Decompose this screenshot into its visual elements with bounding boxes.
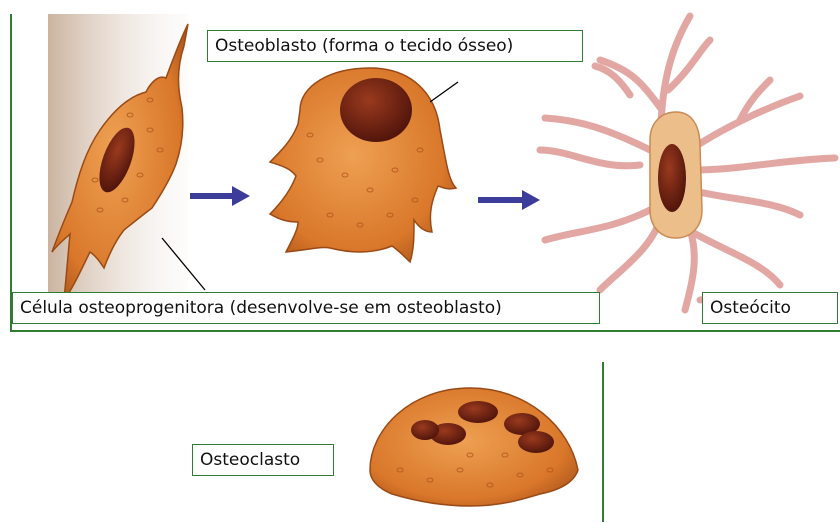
label-osteoclast: Osteoclasto <box>192 444 334 476</box>
arrow-2 <box>478 190 540 210</box>
osteocyte-cell <box>540 16 835 310</box>
osteocyte-nucleus <box>658 144 686 212</box>
label-progenitor: Célula osteoprogenitora (desenvolve-se e… <box>12 292 600 324</box>
osteoblast-nucleus <box>340 78 412 142</box>
label-osteoblast: Osteoblasto (forma o tecido ósseo) <box>207 30 583 62</box>
osteoclast-cell <box>370 388 578 506</box>
label-osteocyte: Osteócito <box>702 292 838 324</box>
osteoblast-pointer <box>430 82 458 102</box>
osteoblast-cell <box>270 68 456 262</box>
arrow-1 <box>190 186 250 206</box>
frame-left-line <box>10 14 12 332</box>
frame-bottom-line <box>10 330 840 332</box>
frame-osteoclast-line <box>602 362 604 522</box>
